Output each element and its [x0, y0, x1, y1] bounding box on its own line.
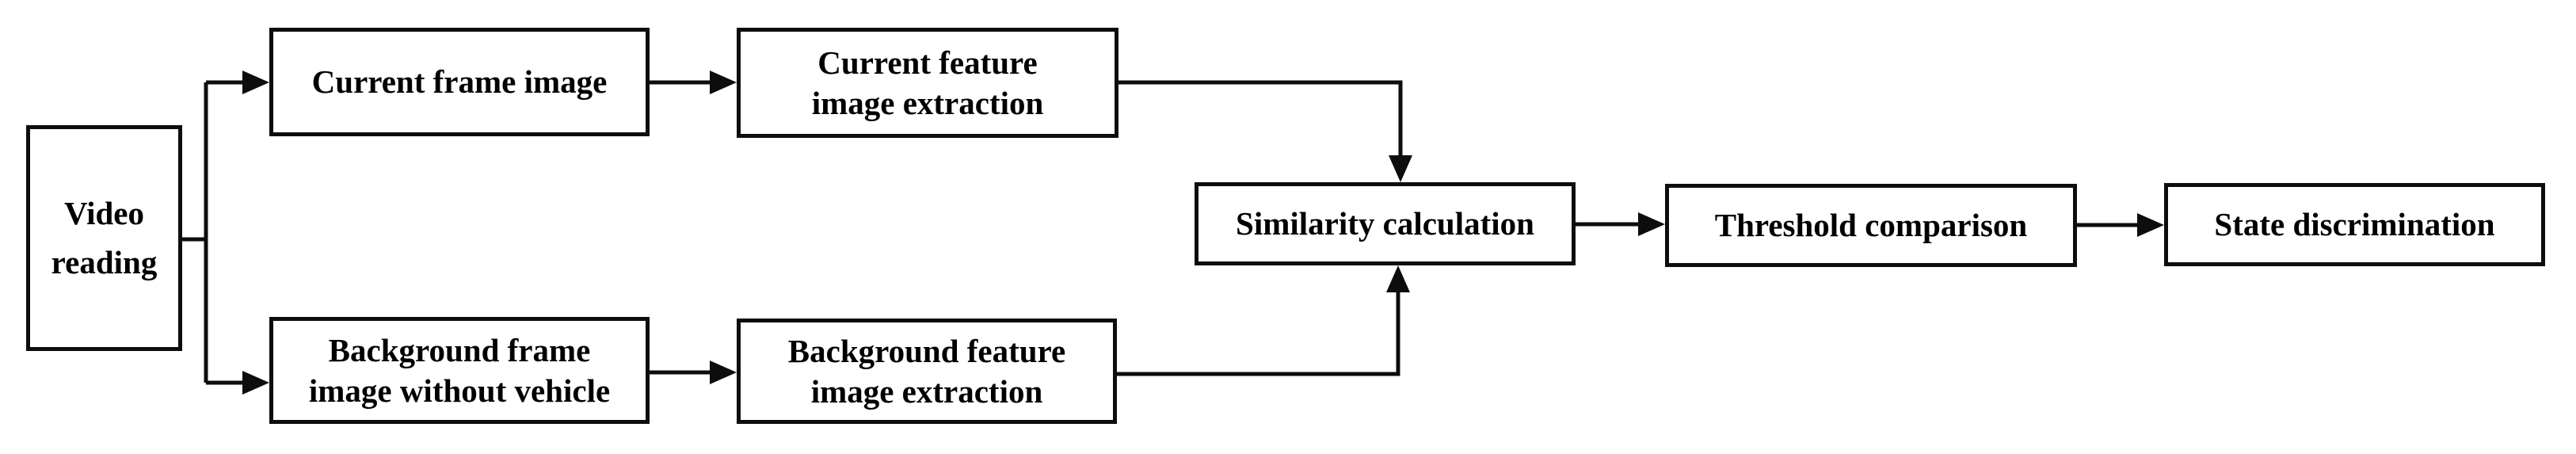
node-label: Similarity calculation [1236, 205, 1534, 242]
edge-background-feature-to-similarity [1117, 265, 1410, 376]
node-label: Background frame image without vehicle [308, 332, 611, 409]
node-current-feature-image-extraction: Current feature image extraction [737, 28, 1118, 138]
node-threshold-comparison: Threshold comparison [1665, 184, 2077, 267]
node-video-reading: Video reading [26, 125, 182, 351]
node-similarity-calculation: Similarity calculation [1195, 182, 1576, 265]
node-state-discrimination: State discrimination [2164, 183, 2545, 266]
node-background-frame-image: Background frame image without vehicle [269, 317, 650, 424]
arrowhead-right-icon [242, 71, 269, 94]
node-label: Current frame image [311, 63, 608, 101]
node-label: Video reading [51, 195, 158, 280]
edge-video-to-current-frame [206, 71, 269, 94]
edge-threshold-to-state [2077, 213, 2164, 237]
arrowhead-right-icon [710, 361, 737, 384]
node-background-feature-image-extraction: Background feature image extraction [737, 319, 1117, 424]
node-label: Current feature image extraction [811, 44, 1044, 121]
arrowhead-down-icon [1389, 155, 1412, 182]
arrowhead-right-icon [242, 371, 269, 395]
node-current-frame-image: Current frame image [269, 28, 650, 136]
edge-current-feature-to-similarity [1118, 80, 1412, 182]
node-label: Threshold comparison [1714, 207, 2028, 244]
edge-video-to-background-frame [206, 371, 269, 395]
node-label: Background feature image extraction [787, 333, 1066, 410]
arrowhead-right-icon [710, 71, 737, 94]
edge-current-frame-to-current-feature [650, 71, 737, 94]
node-label: State discrimination [2214, 206, 2495, 243]
edge-background-frame-to-background-feature [650, 361, 737, 384]
edge-video-branch [182, 82, 208, 383]
arrowhead-up-icon [1386, 265, 1410, 292]
edge-similarity-to-threshold [1576, 212, 1665, 236]
arrowhead-right-icon [2137, 213, 2164, 237]
arrowhead-right-icon [1638, 212, 1665, 236]
